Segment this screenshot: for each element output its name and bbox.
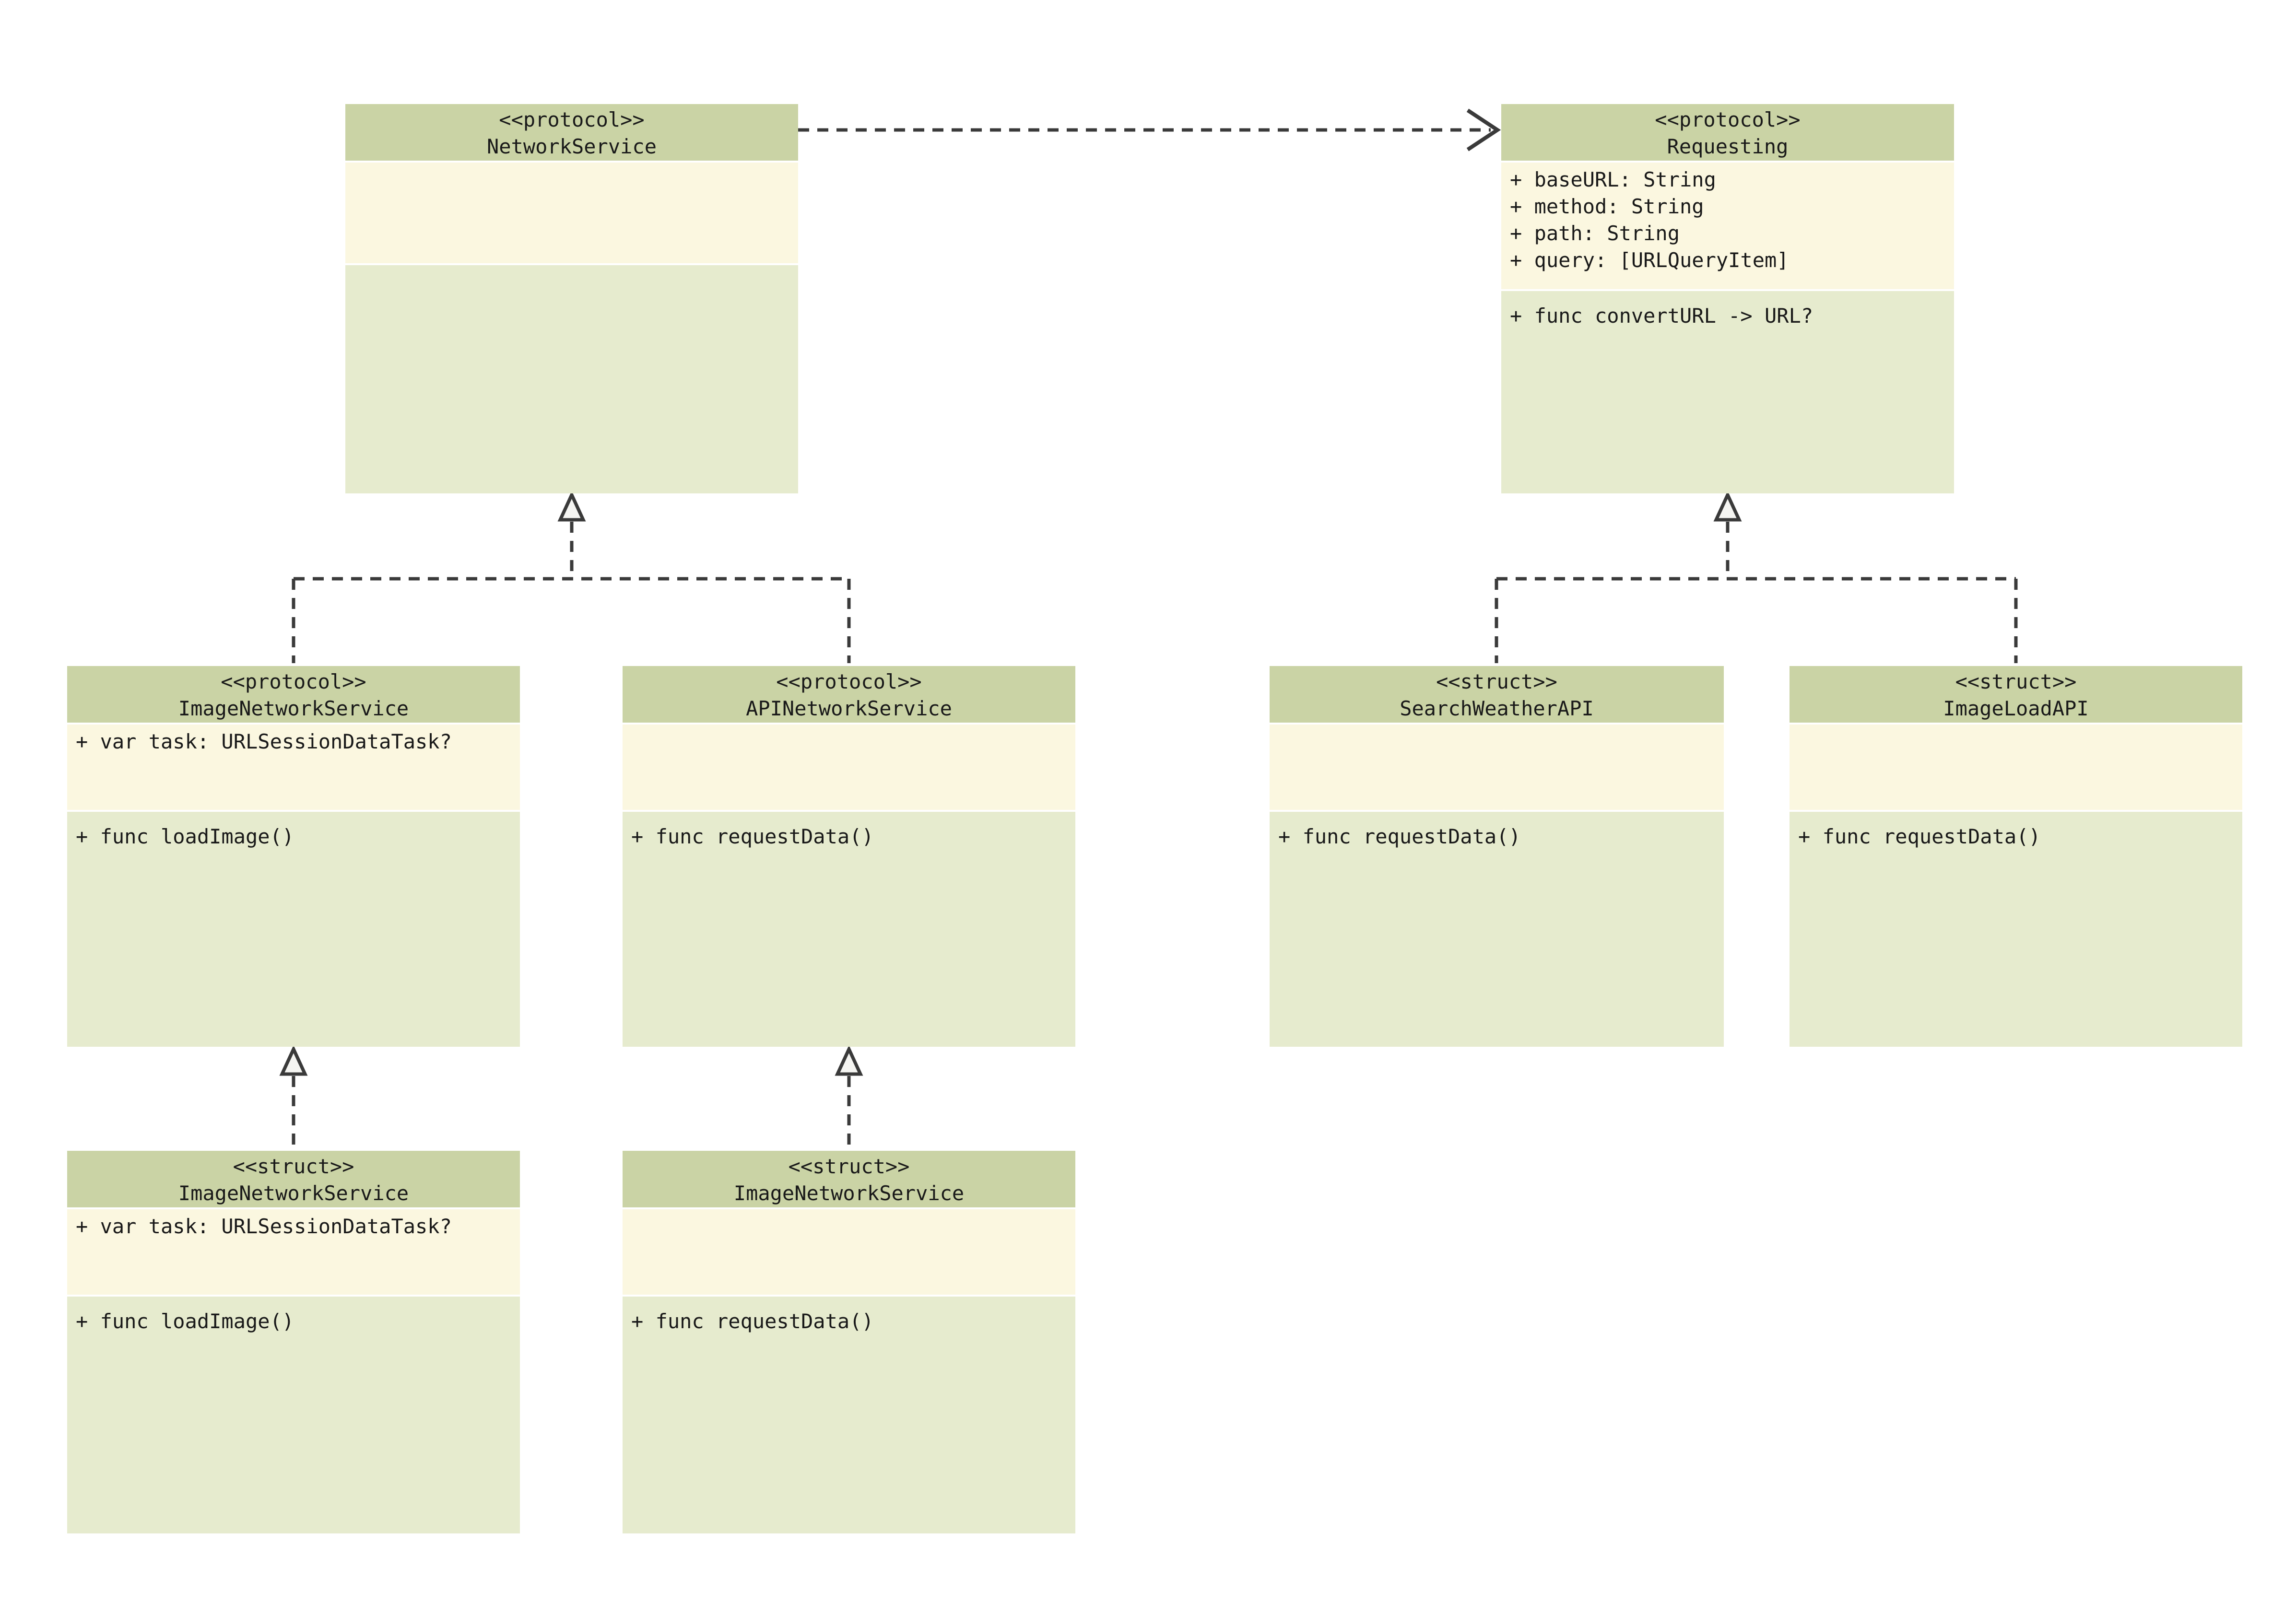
class-methods-section: + func requestData(): [623, 812, 1075, 1047]
class-box-apinetworkservice: <<protocol>> APINetworkService + func re…: [623, 666, 1075, 1047]
class-name: ImageNetworkService: [178, 1181, 409, 1205]
class-header: <<protocol>> NetworkService: [345, 104, 798, 161]
class-attributes-section: [623, 725, 1075, 810]
class-header: <<struct>> SearchWeatherAPI: [1270, 666, 1724, 723]
class-box-imageloadapi: <<struct>> ImageLoadAPI + func requestDa…: [1790, 666, 2242, 1047]
member-line: + query: [URLQueryItem]: [1510, 248, 1789, 272]
class-methods-section: + func loadImage(): [67, 812, 520, 1047]
class-stereotype: <<struct>>: [1436, 670, 1557, 693]
class-box-requesting: <<protocol>> Requesting + baseURL: Strin…: [1501, 104, 1954, 493]
realization-tree-requesting: [1495, 491, 2018, 663]
hollow-triangle-arrowhead-icon: [835, 1045, 863, 1076]
member-line: + func requestData(): [1278, 825, 1521, 848]
class-box-imagenetworkservice-protocol: <<protocol>> ImageNetworkService + var t…: [67, 666, 520, 1047]
class-attributes-section: [1790, 725, 2242, 810]
member-line: + func loadImage(): [76, 1310, 294, 1333]
class-name: ImageNetworkService: [178, 697, 409, 720]
class-box-networkservice: <<protocol>> NetworkService: [345, 104, 798, 493]
class-stereotype: <<struct>>: [788, 1155, 910, 1178]
class-methods-section: + func loadImage(): [67, 1297, 520, 1533]
class-attributes-section: + var task: URLSessionDataTask?: [67, 725, 520, 810]
class-methods-section: + func requestData(): [1790, 812, 2242, 1047]
member-line: + func requestData(): [1798, 825, 2041, 848]
class-header: <<struct>> ImageNetworkService: [67, 1151, 520, 1207]
class-stereotype: <<protocol>>: [499, 108, 645, 131]
class-name: NetworkService: [486, 135, 657, 158]
class-header: <<struct>> ImageNetworkService: [623, 1151, 1075, 1207]
class-name: ImageNetworkService: [733, 1181, 965, 1205]
class-methods-section: + func requestData(): [1270, 812, 1724, 1047]
member-line: + method: String: [1510, 195, 1704, 218]
class-methods-section: [345, 265, 798, 493]
member-line: + var task: URLSessionDataTask?: [76, 730, 452, 753]
class-stereotype: <<struct>>: [1955, 670, 2077, 693]
class-header: <<protocol>> Requesting: [1501, 104, 1954, 161]
hollow-triangle-arrowhead-icon: [557, 491, 586, 522]
member-line: + func loadImage(): [76, 825, 294, 848]
class-header: <<struct>> ImageLoadAPI: [1790, 666, 2242, 723]
member-line: + func requestData(): [631, 825, 874, 848]
class-name: ImageLoadAPI: [1943, 697, 2089, 720]
hollow-triangle-arrowhead-icon: [279, 1045, 308, 1076]
dependency-networkservice-to-requesting: [798, 108, 1501, 152]
class-name: SearchWeatherAPI: [1400, 697, 1594, 720]
class-box-searchweatherapi: <<struct>> SearchWeatherAPI + func reque…: [1270, 666, 1724, 1047]
class-attributes-section: [623, 1209, 1075, 1295]
class-name: Requesting: [1667, 135, 1789, 158]
class-methods-section: + func convertURL -> URL?: [1501, 291, 1954, 493]
class-stereotype: <<protocol>>: [1655, 108, 1801, 131]
realization-tree-networkservice: [292, 491, 851, 663]
class-header: <<protocol>> APINetworkService: [623, 666, 1075, 723]
realization-imagenetworkservice-struct-2: [835, 1045, 863, 1149]
class-stereotype: <<struct>>: [233, 1155, 354, 1178]
open-arrowhead-icon: [1466, 108, 1501, 152]
member-line: + baseURL: String: [1510, 168, 1716, 191]
class-header: <<protocol>> ImageNetworkService: [67, 666, 520, 723]
member-line: + func convertURL -> URL?: [1510, 304, 1813, 327]
class-stereotype: <<protocol>>: [776, 670, 922, 693]
class-attributes-section: [1270, 725, 1724, 810]
class-name: APINetworkService: [746, 697, 952, 720]
class-methods-section: + func requestData(): [623, 1297, 1075, 1533]
hollow-triangle-arrowhead-icon: [1713, 491, 1742, 522]
class-stereotype: <<protocol>>: [221, 670, 366, 693]
class-box-imagenetworkservice-struct: <<struct>> ImageNetworkService + var tas…: [67, 1151, 520, 1533]
class-attributes-section: + var task: URLSessionDataTask?: [67, 1209, 520, 1295]
member-line: + path: String: [1510, 222, 1680, 245]
class-attributes-section: [345, 163, 798, 263]
class-box-imagenetworkservice-struct-2: <<struct>> ImageNetworkService + func re…: [623, 1151, 1075, 1533]
realization-imagenetworkservice-struct: [279, 1045, 308, 1149]
member-line: + func requestData(): [631, 1310, 874, 1333]
class-attributes-section: + baseURL: String + method: String + path:…: [1501, 163, 1954, 289]
member-line: + var task: URLSessionDataTask?: [76, 1215, 452, 1238]
